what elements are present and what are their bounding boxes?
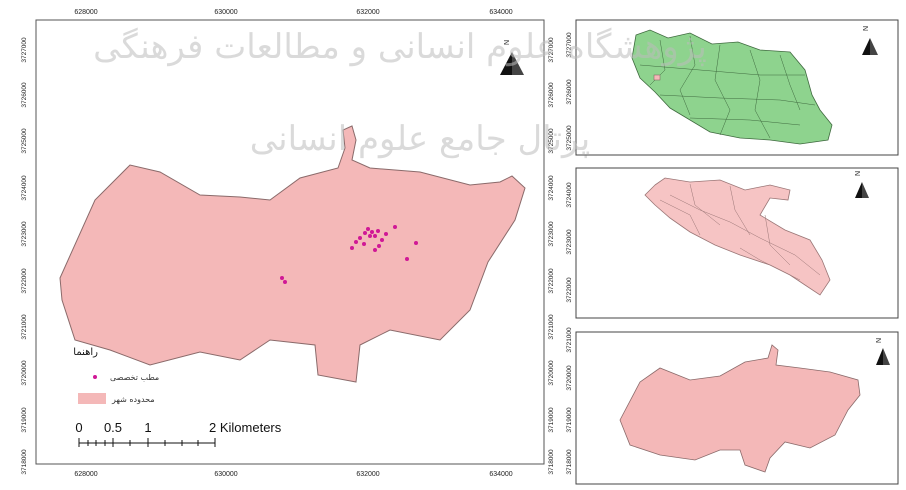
clinic-point xyxy=(350,246,354,250)
y-tick-label: 3726000 xyxy=(21,82,28,108)
clinic-point xyxy=(283,280,287,284)
inset-y-tick: 3722000 xyxy=(566,277,573,303)
province-shape xyxy=(644,177,831,296)
scale-bar: 0 0.5 1 2 Kilometers xyxy=(75,420,282,447)
y-tick-label: 3724000 xyxy=(21,175,28,201)
scale-label-2-km: 2 Kilometers xyxy=(209,420,282,435)
city-shape-small xyxy=(619,344,861,473)
x-tick-label-bottom: 628000 xyxy=(74,471,97,478)
legend-clinic-swatch xyxy=(93,375,97,379)
y-tick-label-right: 3721000 xyxy=(548,314,555,340)
clinic-point xyxy=(358,236,362,240)
legend-item-clinic: مطب تخصصی xyxy=(110,373,159,382)
inset-y-tick: 3724000 xyxy=(566,182,573,208)
iran-country-shape xyxy=(631,29,833,145)
y-tick-label: 3722000 xyxy=(21,268,28,294)
study-area-marker xyxy=(653,74,661,81)
y-tick-label: 3718000 xyxy=(21,449,28,475)
clinic-point xyxy=(370,230,374,234)
scale-label-0-5: 0.5 xyxy=(104,420,122,435)
y-tick-label-right: 3723000 xyxy=(548,221,555,247)
clinic-point xyxy=(414,241,418,245)
clinic-point xyxy=(368,234,372,238)
clinic-point xyxy=(376,229,380,233)
inset-y-tick: 3723000 xyxy=(566,229,573,255)
inset-city: 3721000 3720000 3719000 3718000 N xyxy=(566,327,899,485)
x-tick-label-bottom: 630000 xyxy=(214,471,237,478)
y-tick-label-right: 3727000 xyxy=(548,37,555,63)
clinic-point xyxy=(380,238,384,242)
y-tick-label-right: 3722000 xyxy=(548,268,555,294)
watermark-line-2: پرتال جامع علوم انسانی xyxy=(250,119,590,159)
y-tick-label: 3723000 xyxy=(21,221,28,247)
inset-province: 3724000 3723000 3722000 N xyxy=(566,167,899,319)
watermark: پژوهشگاه علوم انسانی و مطالعات فرهنگی پر… xyxy=(93,27,707,159)
north-arrow: N xyxy=(876,338,890,365)
clinic-points xyxy=(280,225,418,284)
inset-y-tick: 3727000 xyxy=(566,32,573,58)
x-tick-label-bottom: 634000 xyxy=(489,471,512,478)
x-tick-label: 632000 xyxy=(356,9,379,16)
city-boundary xyxy=(59,125,526,383)
north-label: N xyxy=(876,338,883,343)
inset-y-tick: 3726000 xyxy=(566,79,573,105)
clinic-point xyxy=(405,257,409,261)
inset-iran: 3727000 3726000 3725000 N xyxy=(566,19,899,156)
clinic-point xyxy=(354,240,358,244)
y-tick-label-right: 3724000 xyxy=(548,175,555,201)
legend: راهنما مطب تخصصی محدوده شهر xyxy=(73,347,159,404)
clinic-point xyxy=(366,227,370,231)
legend-title: راهنما xyxy=(73,347,98,358)
clinic-point xyxy=(280,276,284,280)
legend-city-swatch xyxy=(78,393,106,404)
province-borders xyxy=(639,35,816,139)
y-tick-label: 3719000 xyxy=(21,407,28,433)
inset-y-tick: 3719000 xyxy=(566,407,573,433)
county-borders xyxy=(659,183,821,281)
north-arrow: N xyxy=(862,26,878,55)
scale-label-0: 0 xyxy=(75,420,82,435)
x-tick-label: 630000 xyxy=(214,9,237,16)
clinic-point xyxy=(393,225,397,229)
clinic-point xyxy=(363,231,367,235)
y-tick-label: 3725000 xyxy=(21,128,28,154)
inset-y-tick: 3725000 xyxy=(566,125,573,151)
y-tick-label: 3721000 xyxy=(21,314,28,340)
x-tick-label-bottom: 632000 xyxy=(356,471,379,478)
clinic-point xyxy=(373,234,377,238)
north-label: N xyxy=(855,171,862,176)
y-tick-label: 3727000 xyxy=(21,37,28,63)
north-arrow: N xyxy=(500,40,524,75)
y-tick-label-right: 3720000 xyxy=(548,360,555,386)
clinic-point xyxy=(377,244,381,248)
x-tick-label: 634000 xyxy=(489,9,512,16)
x-tick-label: 628000 xyxy=(74,9,97,16)
y-tick-label-right: 3718000 xyxy=(548,449,555,475)
scale-label-1: 1 xyxy=(144,420,151,435)
clinic-point xyxy=(384,232,388,236)
y-tick-label: 3720000 xyxy=(21,360,28,386)
clinic-point xyxy=(373,248,377,252)
inset-y-tick: 3720000 xyxy=(566,365,573,391)
y-tick-label-right: 3726000 xyxy=(548,82,555,108)
y-tick-label-right: 3719000 xyxy=(548,407,555,433)
legend-item-city: محدوده شهر xyxy=(111,395,155,404)
north-label: N xyxy=(863,26,870,31)
clinic-point xyxy=(362,242,366,246)
main-map: 628000 630000 632000 634000 628000 63000… xyxy=(21,9,555,478)
north-arrow: N xyxy=(855,171,869,198)
inset-y-tick: 3721000 xyxy=(566,327,573,353)
y-tick-label-right: 3725000 xyxy=(548,128,555,154)
north-label: N xyxy=(504,40,511,45)
inset-y-tick: 3718000 xyxy=(566,449,573,475)
watermark-line-1: پژوهشگاه علوم انسانی و مطالعات فرهنگی xyxy=(93,27,707,67)
